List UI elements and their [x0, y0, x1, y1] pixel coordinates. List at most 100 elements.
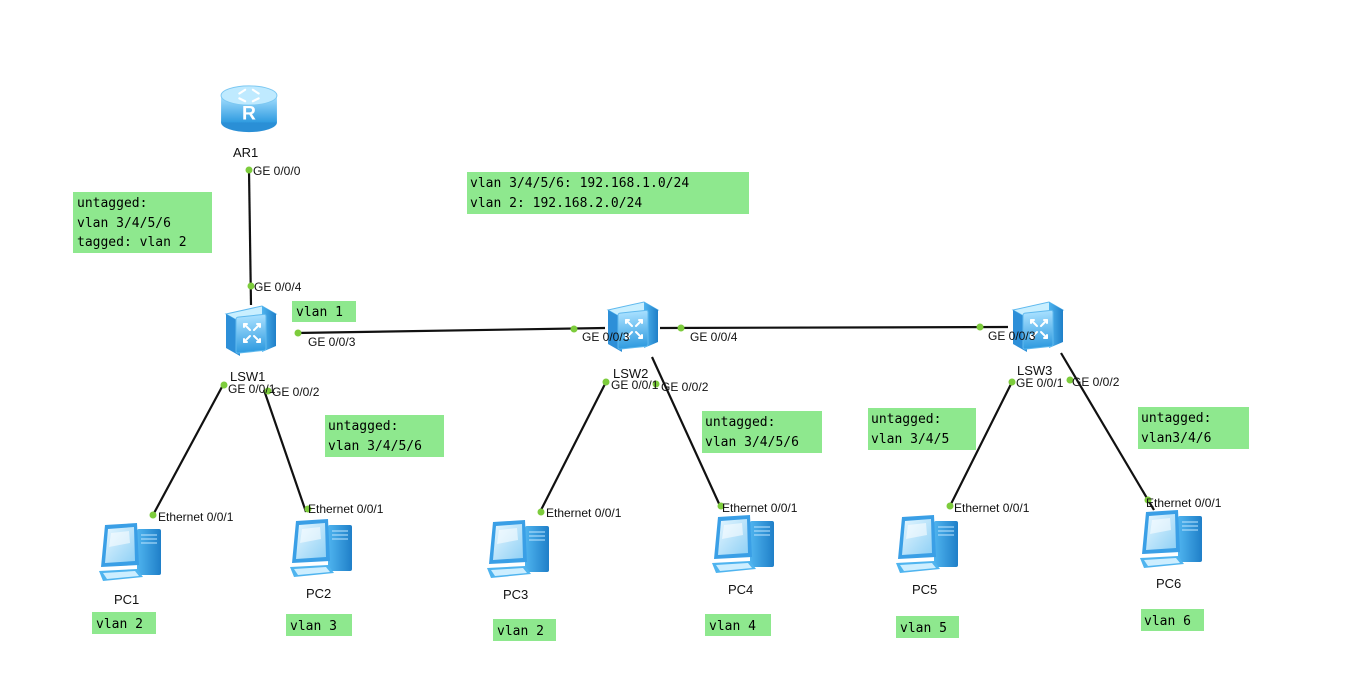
- device-pc1[interactable]: PC1: [98, 522, 162, 607]
- note-line: untagged:: [77, 196, 147, 211]
- note-background: [73, 192, 212, 253]
- pc-icon: [711, 514, 775, 574]
- note-pc5-vlan: vlan 5: [896, 616, 959, 638]
- port-dot: [245, 166, 253, 174]
- note-subnets: vlan 3/4/5/6: 192.168.1.0/24 vlan 2: 192…: [467, 172, 749, 214]
- device-pc5[interactable]: PC5: [895, 514, 959, 597]
- note-background: [1138, 407, 1249, 449]
- note-pc1-vlan: vlan 2: [92, 612, 156, 634]
- device-label: PC1: [114, 592, 139, 607]
- note-line: vlan 2: [497, 624, 544, 639]
- device-label: LSW2: [613, 366, 648, 381]
- port-dot: [976, 323, 984, 331]
- device-label: PC3: [503, 587, 528, 602]
- note-ar1-link: untagged: vlan 3/4/5/6 tagged: vlan 2: [73, 192, 212, 253]
- port-dot: [304, 505, 312, 513]
- port-dot: [537, 508, 545, 516]
- switch-icon: [607, 301, 659, 353]
- port-dot: [264, 387, 272, 395]
- port-dot: [570, 325, 578, 333]
- note-background: [325, 415, 444, 457]
- note-line: tagged: vlan 2: [77, 235, 187, 250]
- note-background: [292, 301, 356, 322]
- note-line: vlan 2: 192.168.2.0/24: [470, 196, 642, 211]
- pc-icon: [895, 514, 959, 574]
- port-label: Ethernet 0/0/1: [954, 501, 1030, 515]
- device-label: PC5: [912, 582, 937, 597]
- link-lsw3-pc6: [1060, 352, 1155, 511]
- note-lsw1-pc2: untagged: vlan 3/4/5/6: [325, 415, 444, 457]
- device-label: LSW1: [230, 369, 265, 384]
- link-lsw1-pc1: [152, 384, 224, 516]
- note-pc2-vlan: vlan 3: [286, 614, 352, 636]
- port-label: GE 0/0/1: [1016, 376, 1064, 390]
- note-line: vlan 3: [290, 619, 337, 634]
- port-dot: [149, 511, 157, 519]
- device-pc3[interactable]: PC3: [486, 519, 550, 602]
- note-line: vlan 5: [900, 621, 947, 636]
- note-pc3-vlan: vlan 2: [493, 619, 556, 641]
- pc-icon: [486, 519, 550, 579]
- note-line: vlan 1: [296, 305, 343, 320]
- device-pc6[interactable]: PC6: [1139, 509, 1203, 591]
- port-label: GE 0/0/3: [582, 330, 630, 344]
- port-label: GE 0/0/3: [988, 329, 1036, 343]
- pc-icon: [289, 518, 353, 578]
- note-line: untagged:: [328, 419, 398, 434]
- port-dot: [1008, 378, 1016, 386]
- link-lsw2-pc4: [650, 356, 723, 509]
- switch-icon: [225, 305, 277, 357]
- device-pc4[interactable]: PC4: [711, 514, 775, 597]
- link-lsw2-lsw3: [659, 325, 1009, 330]
- device-ar1[interactable]: AR1: [220, 84, 278, 160]
- link-lsw1-lsw2: [295, 326, 606, 335]
- device-label: LSW3: [1017, 363, 1052, 378]
- port-label: Ethernet 0/0/1: [546, 506, 622, 520]
- note-pc6-vlan: vlan 6: [1141, 609, 1204, 631]
- port-label: GE 0/0/3: [308, 335, 356, 349]
- note-background: [92, 612, 156, 634]
- link-lsw3-pc5: [949, 381, 1013, 507]
- port-label: GE 0/0/4: [690, 330, 738, 344]
- port-label: GE 0/0/2: [272, 385, 320, 399]
- port-label: GE 0/0/4: [254, 280, 302, 294]
- note-background: [705, 614, 771, 636]
- note-line: vlan 6: [1144, 614, 1191, 629]
- switch-icon: [1012, 301, 1064, 353]
- note-line: untagged:: [705, 415, 775, 430]
- device-label: PC2: [306, 586, 331, 601]
- note-line: vlan 3/4/5/6: [705, 435, 799, 450]
- note-line: untagged:: [1141, 411, 1211, 426]
- note-lsw3-pc6: untagged: vlan3/4/6: [1138, 407, 1249, 449]
- note-background: [702, 411, 822, 453]
- device-lsw2[interactable]: LSW2: [607, 301, 659, 381]
- port-dot: [717, 502, 725, 510]
- device-pc2[interactable]: PC2: [289, 518, 353, 601]
- note-line: vlan 3/4/5/6: [328, 439, 422, 454]
- note-background: [493, 619, 556, 641]
- note-lsw3-pc5: untagged: vlan 3/4/5: [868, 408, 976, 450]
- link-ar1-lsw1: [247, 169, 253, 306]
- link-lsw2-pc3: [539, 381, 607, 513]
- note-background: [896, 616, 959, 638]
- port-labels: GE 0/0/0 GE 0/0/4 GE 0/0/3 GE 0/0/1 GE 0…: [158, 164, 1222, 524]
- port-dot: [247, 282, 255, 290]
- note-background: [467, 172, 749, 214]
- port-dot: [294, 329, 302, 337]
- port-label: GE 0/0/1: [228, 382, 276, 396]
- note-line: vlan 3/4/5: [871, 432, 949, 447]
- note-background: [868, 408, 976, 450]
- note-pc4-vlan: vlan 4: [705, 614, 771, 636]
- port-dot: [1144, 496, 1152, 504]
- note-line: vlan 3/4/5/6: 192.168.1.0/24: [470, 176, 689, 191]
- note-lsw2-pc4: untagged: vlan 3/4/5/6: [702, 411, 822, 453]
- port-dot: [1066, 376, 1074, 384]
- port-label: Ethernet 0/0/1: [1146, 496, 1222, 510]
- port-dot: [220, 381, 228, 389]
- device-lsw3[interactable]: LSW3: [1012, 301, 1064, 378]
- port-dot: [946, 502, 954, 510]
- note-lsw1-vlan: vlan 1: [292, 301, 356, 322]
- device-lsw1[interactable]: LSW1: [225, 305, 277, 384]
- port-dots: [149, 166, 1152, 519]
